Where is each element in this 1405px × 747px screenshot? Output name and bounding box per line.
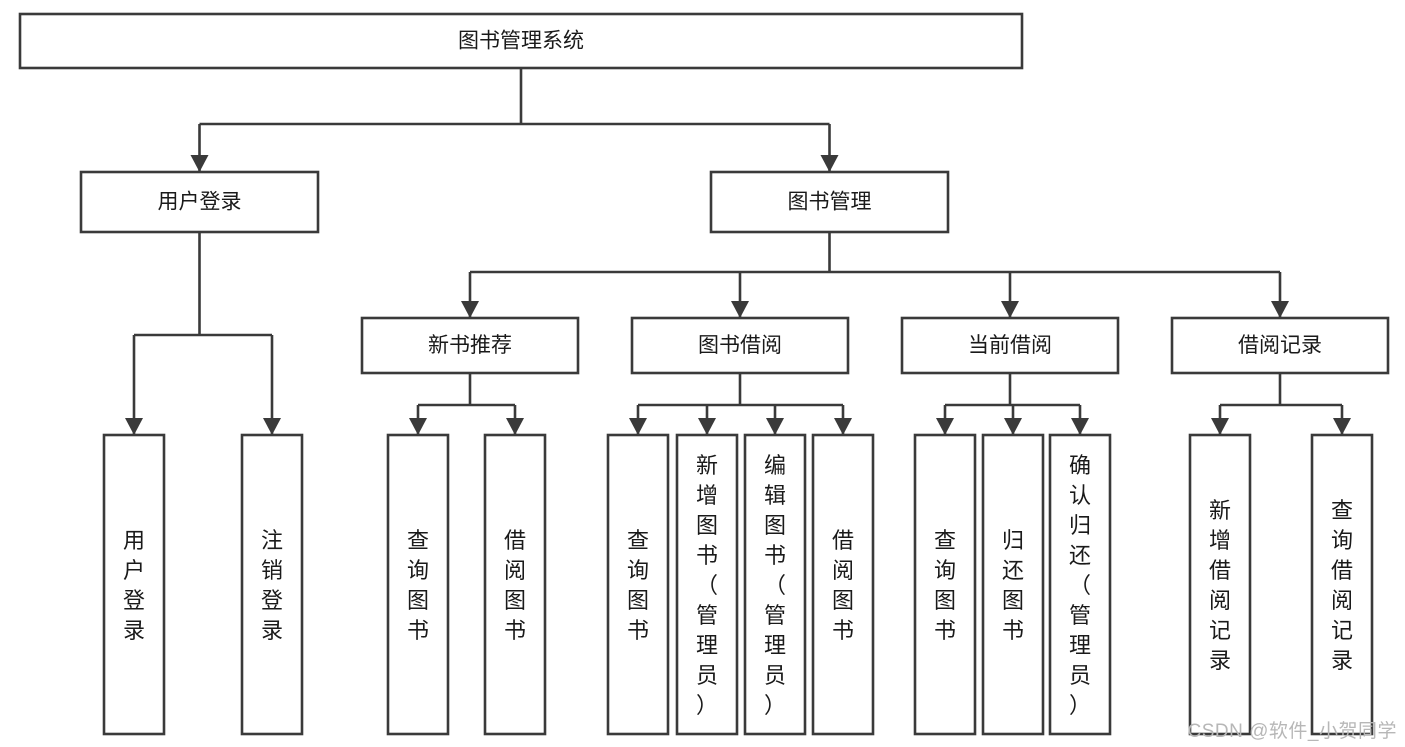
node-label-book-management: 图书管理 (788, 191, 872, 214)
node-box-root (18, 12, 1024, 70)
node-label-leaf-borrow-book: 借阅图书 (832, 528, 854, 643)
node-box-current-borrow (900, 316, 1120, 375)
node-box-borrow-record (1170, 316, 1390, 375)
arrow-head-icon-leaf-logout (263, 418, 281, 435)
node-label-leaf-edit-book: 编辑图书（管理员） (764, 453, 786, 718)
node-borrow-record[interactable]: 借阅记录 (1170, 316, 1390, 375)
node-leaf-query-record[interactable]: 查询借阅记录 (1310, 433, 1374, 736)
node-leaf-query-book-rec[interactable]: 查询图书 (386, 433, 450, 736)
node-label-current-borrow: 当前借阅 (968, 334, 1052, 357)
node-label-borrow-record: 借阅记录 (1238, 334, 1322, 357)
arrow-head-icon-leaf-user-login (125, 418, 143, 435)
node-leaf-edit-book[interactable]: 编辑图书（管理员） (743, 433, 807, 736)
node-box-leaf-borrow-book-rec (483, 433, 547, 736)
node-box-leaf-return-book (981, 433, 1045, 736)
arrow-head-icon-leaf-query-book-current (936, 418, 954, 435)
arrow-head-icon-book-borrow (731, 301, 749, 318)
node-user-login[interactable]: 用户登录 (79, 170, 320, 234)
node-label-new-book-recommend: 新书推荐 (428, 334, 512, 357)
node-label-leaf-confirm-return: 确认归还（管理员） (1069, 453, 1091, 718)
node-label-leaf-user-login: 用户登录 (123, 528, 145, 643)
node-book-borrow[interactable]: 图书借阅 (630, 316, 850, 375)
arrow-head-icon-leaf-query-record (1333, 418, 1351, 435)
node-box-new-book-recommend (360, 316, 580, 375)
node-leaf-query-book-current[interactable]: 查询图书 (913, 433, 977, 736)
arrow-head-icon-leaf-query-book-borrow (629, 418, 647, 435)
arrow-head-icon-leaf-return-book (1004, 418, 1022, 435)
node-box-leaf-query-book-borrow (606, 433, 670, 736)
node-root[interactable]: 图书管理系统 (18, 12, 1024, 70)
node-label-leaf-return-book: 归还图书 (1002, 528, 1024, 643)
node-label-leaf-add-record: 新增借阅记录 (1209, 498, 1231, 673)
node-leaf-logout[interactable]: 注销登录 (240, 433, 304, 736)
node-leaf-return-book[interactable]: 归还图书 (981, 433, 1045, 736)
node-leaf-add-book[interactable]: 新增图书（管理员） (675, 433, 739, 736)
node-label-book-borrow: 图书借阅 (698, 334, 782, 357)
node-leaf-confirm-return[interactable]: 确认归还（管理员） (1048, 433, 1112, 736)
arrow-head-icon-leaf-confirm-return (1071, 418, 1089, 435)
arrow-head-icon-new-book-recommend (461, 301, 479, 318)
node-label-leaf-query-book-borrow: 查询图书 (627, 528, 649, 643)
node-box-book-management (709, 170, 950, 234)
arrow-head-icon-leaf-borrow-book-rec (506, 418, 524, 435)
arrow-head-icon-borrow-record (1271, 301, 1289, 318)
node-label-leaf-borrow-book-rec: 借阅图书 (504, 528, 526, 643)
node-label-leaf-query-book-rec: 查询图书 (407, 528, 429, 643)
node-box-leaf-user-login (102, 433, 166, 736)
node-box-book-borrow (630, 316, 850, 375)
node-label-leaf-logout: 注销登录 (261, 528, 283, 643)
node-box-leaf-add-book (675, 433, 739, 736)
node-leaf-add-record[interactable]: 新增借阅记录 (1188, 433, 1252, 736)
arrow-head-icon-leaf-borrow-book (834, 418, 852, 435)
node-leaf-borrow-book[interactable]: 借阅图书 (811, 433, 875, 736)
node-leaf-user-login[interactable]: 用户登录 (102, 433, 166, 736)
node-label-root: 图书管理系统 (458, 30, 584, 53)
node-box-user-login (79, 170, 320, 234)
node-box-leaf-add-record (1188, 433, 1252, 736)
node-leaf-borrow-book-rec[interactable]: 借阅图书 (483, 433, 547, 736)
connector-layer (125, 68, 1351, 435)
node-box-leaf-borrow-book (811, 433, 875, 736)
node-box-leaf-query-book-rec (386, 433, 450, 736)
node-book-management[interactable]: 图书管理 (709, 170, 950, 234)
node-label-leaf-add-book: 新增图书（管理员） (696, 453, 718, 718)
node-box-leaf-confirm-return (1048, 433, 1112, 736)
arrow-head-icon-leaf-add-book (698, 418, 716, 435)
arrow-head-icon-book-management (820, 155, 839, 172)
node-box-leaf-query-book-current (913, 433, 977, 736)
node-label-user-login: 用户登录 (158, 191, 242, 214)
node-new-book-recommend[interactable]: 新书推荐 (360, 316, 580, 375)
node-layer: 图书管理系统用户登录图书管理新书推荐图书借阅当前借阅借阅记录用户登录注销登录查询… (18, 12, 1390, 736)
node-box-leaf-edit-book (743, 433, 807, 736)
node-leaf-query-book-borrow[interactable]: 查询图书 (606, 433, 670, 736)
node-box-leaf-query-record (1310, 433, 1374, 736)
node-box-leaf-logout (240, 433, 304, 736)
node-current-borrow[interactable]: 当前借阅 (900, 316, 1120, 375)
arrow-head-icon-leaf-add-record (1211, 418, 1229, 435)
node-label-leaf-query-record: 查询借阅记录 (1331, 498, 1353, 673)
arrow-head-icon-user-login (190, 155, 209, 172)
arrow-head-icon-leaf-query-book-rec (409, 418, 427, 435)
arrow-head-icon-current-borrow (1001, 301, 1019, 318)
node-label-leaf-query-book-current: 查询图书 (934, 528, 956, 643)
arrow-head-icon-leaf-edit-book (766, 418, 784, 435)
